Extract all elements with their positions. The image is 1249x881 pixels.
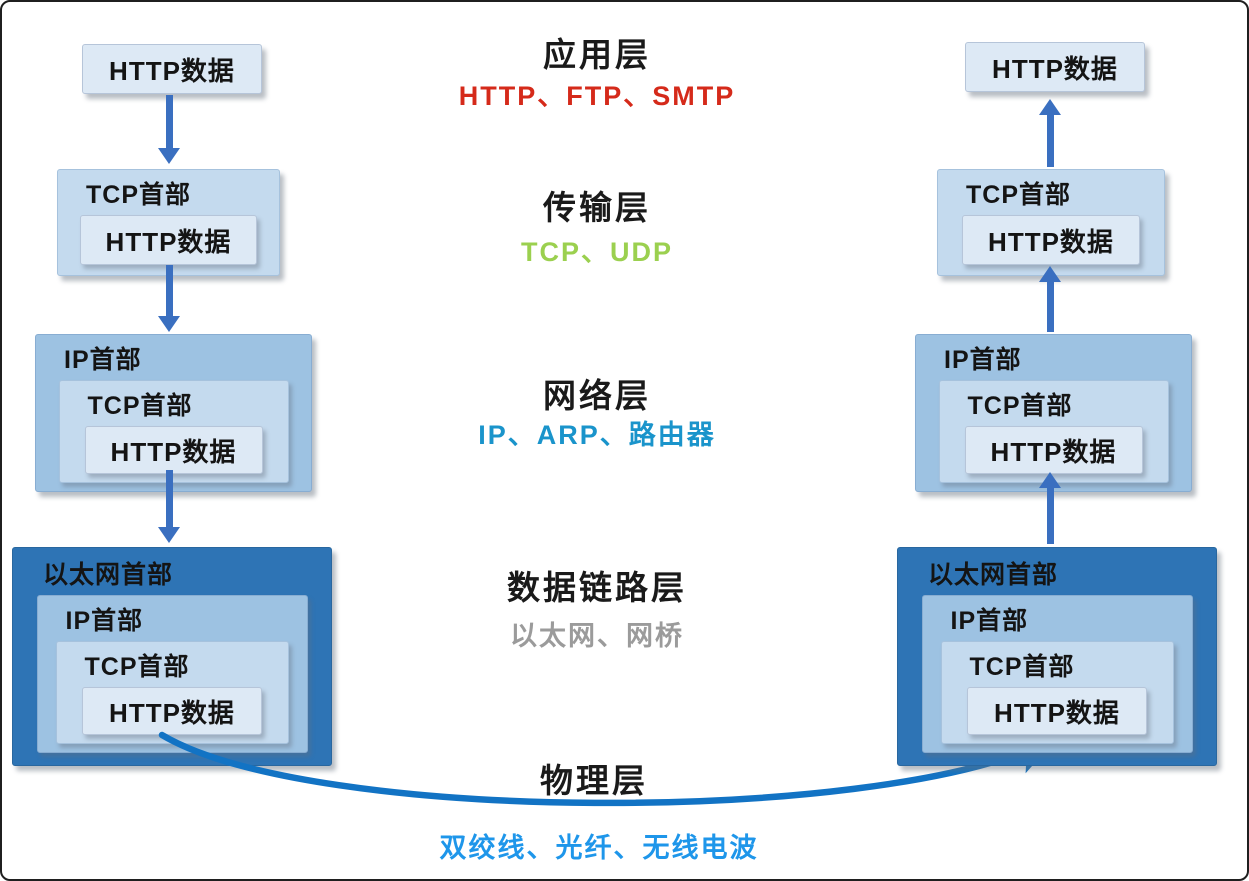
layer-protocols-network: IP、ARP、路由器 [478, 420, 716, 450]
left-ip-http-data-box: HTTP数据 [84, 426, 263, 474]
right-ip-header-box: IP首部 TCP首部 HTTP数据 [915, 334, 1192, 492]
encapsulation-arrow-transport-to-network [158, 265, 180, 332]
ethernet-header-label: 以太网首部 [928, 561, 1059, 589]
left-ip-header-box: IP首部 TCP首部 HTTP数据 [35, 334, 312, 492]
http-data-label: HTTP数据 [109, 55, 235, 86]
left-http-data-box: HTTP数据 [82, 44, 262, 94]
http-data-label: HTTP数据 [105, 226, 232, 257]
left-tcp-http-data-box: HTTP数据 [80, 215, 257, 265]
ip-header-label: IP首部 [950, 607, 1029, 635]
http-data-label: HTTP数据 [992, 53, 1118, 84]
layer-title-physical: 物理层 [540, 762, 648, 799]
left-tcp-header-box: TCP首部 HTTP数据 [57, 169, 280, 276]
tcp-header-label: TCP首部 [969, 653, 1075, 681]
ip-header-label: IP首部 [64, 346, 142, 374]
right-ip-http-data-box: HTTP数据 [964, 426, 1143, 474]
layer-title-application: 应用层 [543, 36, 651, 73]
right-ip-tcp-header-box: TCP首部 HTTP数据 [938, 380, 1169, 483]
ip-header-label: IP首部 [65, 607, 144, 635]
right-eth-ip-header-box: IP首部 TCP首部 HTTP数据 [921, 595, 1193, 753]
http-data-label: HTTP数据 [990, 436, 1117, 467]
layer-title-network: 网络层 [543, 377, 651, 414]
left-ethernet-header-box: 以太网首部 IP首部 TCP首部 HTTP数据 [12, 547, 332, 766]
encapsulation-arrow-app-to-transport [158, 95, 180, 164]
ethernet-header-label: 以太网首部 [43, 561, 174, 589]
left-eth-http-data-box: HTTP数据 [82, 687, 262, 735]
tcp-header-label: TCP首部 [84, 653, 190, 681]
tcp-header-label: TCP首部 [86, 181, 192, 209]
tcp-header-label: TCP首部 [966, 181, 1072, 209]
http-data-label: HTTP数据 [109, 697, 235, 728]
encapsulation-arrow-network-to-datalink [158, 470, 180, 543]
left-ip-tcp-header-box: TCP首部 HTTP数据 [58, 380, 289, 483]
tcp-header-label: TCP首部 [87, 392, 193, 420]
decapsulation-arrow-transport-to-app [1039, 99, 1061, 167]
layer-title-datalink: 数据链路层 [507, 569, 687, 606]
http-data-label: HTTP数据 [994, 697, 1120, 728]
layer-protocols-physical: 双绞线、光纤、无线电波 [439, 833, 759, 863]
http-data-label: HTTP数据 [988, 226, 1114, 257]
right-eth-http-data-box: HTTP数据 [967, 687, 1147, 735]
right-tcp-header-box: TCP首部 HTTP数据 [937, 169, 1165, 276]
right-ethernet-header-box: 以太网首部 IP首部 TCP首部 HTTP数据 [897, 547, 1217, 766]
left-eth-tcp-header-box: TCP首部 HTTP数据 [55, 641, 289, 744]
decapsulation-arrow-network-to-transport [1039, 266, 1061, 332]
right-tcp-http-data-box: HTTP数据 [962, 215, 1140, 265]
tcp-header-label: TCP首部 [967, 392, 1073, 420]
layer-protocols-application: HTTP、FTP、SMTP [458, 81, 736, 111]
layer-title-transport: 传输层 [543, 189, 651, 226]
left-eth-ip-header-box: IP首部 TCP首部 HTTP数据 [36, 595, 308, 753]
right-eth-tcp-header-box: TCP首部 HTTP数据 [940, 641, 1174, 744]
decapsulation-arrow-datalink-to-network [1039, 472, 1061, 544]
layer-protocols-datalink: 以太网、网桥 [510, 621, 684, 651]
http-data-label: HTTP数据 [110, 436, 237, 467]
ip-header-label: IP首部 [944, 346, 1022, 374]
layer-protocols-transport: TCP、UDP [520, 237, 673, 267]
right-http-data-box: HTTP数据 [965, 42, 1145, 92]
